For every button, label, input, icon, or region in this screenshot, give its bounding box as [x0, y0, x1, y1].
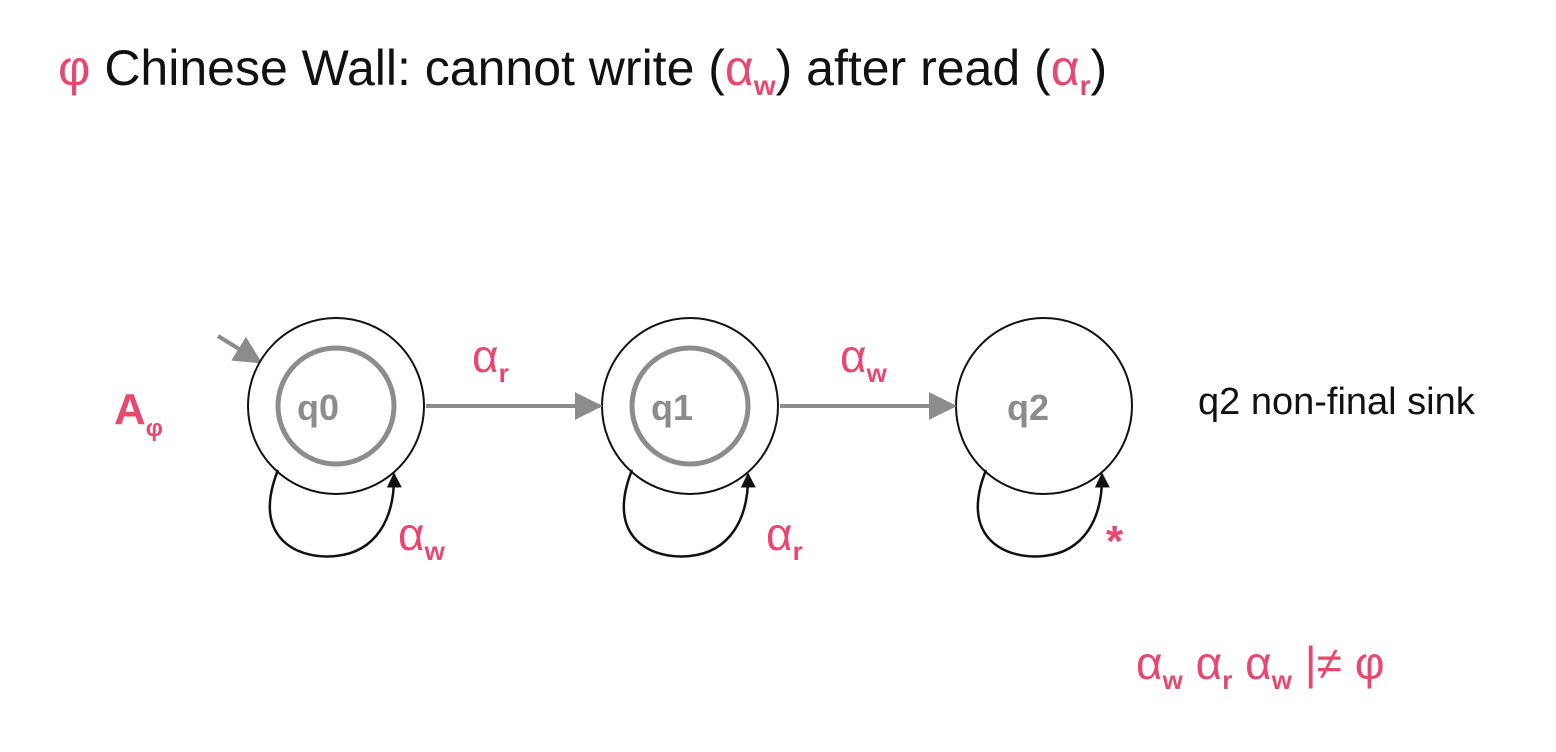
state-q0-label: q0: [297, 387, 339, 428]
sink-note: q2 non-final sink: [1198, 381, 1475, 423]
self-loop-q1: [622, 469, 756, 558]
slide-title: φ Chinese Wall: cannot write (αw) after …: [58, 38, 1107, 103]
label-loop-q2: *: [1106, 517, 1124, 566]
label-loop-q1: αr: [766, 508, 803, 566]
violation-formula: αw αr αw |≠ φ: [1136, 637, 1385, 695]
title-text-before: Chinese Wall: cannot write (: [90, 40, 725, 96]
self-loop-q2: [976, 469, 1110, 558]
phi-symbol: φ: [58, 40, 91, 96]
title-text-end: ): [1090, 40, 1108, 96]
self-loop-q0: [268, 469, 402, 558]
read-action-symbol: αr: [1050, 40, 1091, 101]
state-q2: q2: [955, 317, 1133, 495]
write-action-symbol: αw: [724, 40, 776, 101]
label-q0-q1: αr: [472, 330, 509, 388]
state-q1-label: q1: [651, 387, 693, 428]
state-q1: q1: [601, 317, 779, 495]
title-text-middle: ) after read (: [775, 40, 1051, 96]
label-q1-q2: αw: [840, 330, 888, 388]
state-q2-label: q2: [1007, 387, 1049, 428]
initial-arrow: [216, 334, 263, 364]
automaton-name: Aφ: [114, 385, 163, 442]
state-q0: q0: [247, 317, 425, 495]
label-loop-q0: αw: [398, 508, 446, 566]
